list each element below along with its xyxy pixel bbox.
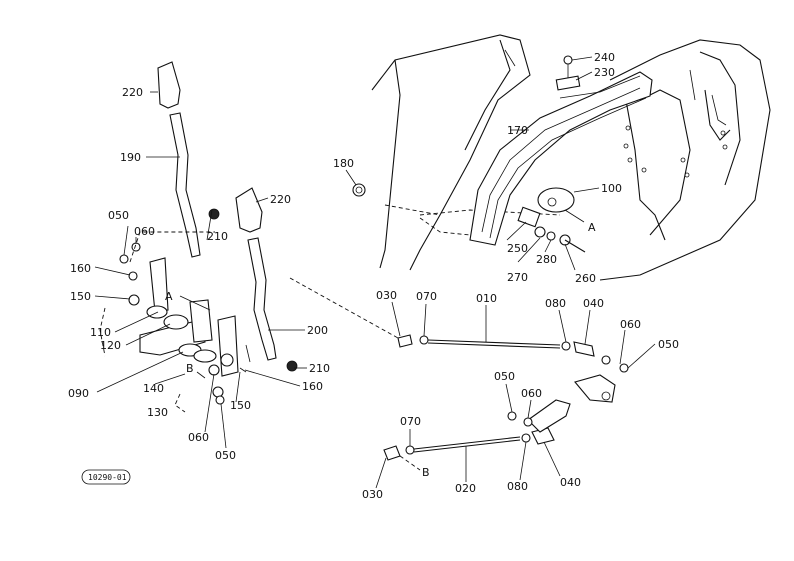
callout-280: 280 <box>536 253 557 266</box>
drawing-code-text: 10290-01 <box>88 473 127 482</box>
pivot-assembly <box>517 187 586 253</box>
callout-180: 180 <box>333 157 354 170</box>
callout-labels: 220 190 220 050 060 210 160 150 A 110 12… <box>68 51 679 501</box>
callout-130: 130 <box>147 406 168 419</box>
callout-A-right: A <box>588 221 596 234</box>
callout-060-upper-left: 060 <box>134 225 155 238</box>
lever-190 <box>157 61 201 258</box>
leader-lines-left <box>94 91 307 449</box>
plate-clamp <box>555 75 581 91</box>
callout-200: 200 <box>307 324 328 337</box>
callout-210-lower: 210 <box>309 362 330 375</box>
callout-020: 020 <box>455 482 476 495</box>
callout-110: 110 <box>90 326 111 339</box>
callout-B-left: B <box>186 362 194 375</box>
callout-240: 240 <box>594 51 615 64</box>
callout-050-mid: 050 <box>494 370 515 383</box>
callout-150-lower: 150 <box>230 399 251 412</box>
callout-100: 100 <box>601 182 622 195</box>
callout-070-upper: 070 <box>416 290 437 303</box>
nut-180 <box>352 183 366 197</box>
callout-A-left: A <box>165 290 173 303</box>
callout-170: 170 <box>507 124 528 137</box>
drawing-code-badge: 10290-01 <box>81 469 131 485</box>
callout-B-right: B <box>422 466 430 479</box>
lever-guide-plate <box>469 55 653 246</box>
callout-160-right: 160 <box>302 380 323 393</box>
callout-150-left: 150 <box>70 290 91 303</box>
callout-270: 270 <box>507 271 528 284</box>
leader-lines-right <box>345 56 600 271</box>
rod-linkage <box>289 277 629 471</box>
callout-030-lower: 030 <box>362 488 383 501</box>
callout-220-mid: 220 <box>270 193 291 206</box>
callout-140: 140 <box>143 382 164 395</box>
callout-230: 230 <box>594 66 615 79</box>
callout-190: 190 <box>120 151 141 164</box>
callout-260: 260 <box>575 272 596 285</box>
bolt-240 <box>563 55 573 65</box>
callout-080-upper: 080 <box>545 297 566 310</box>
lever-bracket <box>99 208 298 413</box>
callout-050-upper-left: 050 <box>108 209 129 222</box>
callout-160-left: 160 <box>70 262 91 275</box>
lever-200 <box>235 187 277 361</box>
callout-250: 250 <box>507 242 528 255</box>
callout-030-upper: 030 <box>376 289 397 302</box>
callout-070-lower: 070 <box>400 415 421 428</box>
callout-080-lower: 080 <box>507 480 528 493</box>
callout-010: 010 <box>476 292 497 305</box>
callout-060-right: 060 <box>620 318 641 331</box>
callout-120: 120 <box>100 339 121 352</box>
callout-090: 090 <box>68 387 89 400</box>
callout-040-lower: 040 <box>560 476 581 489</box>
callout-210-upper: 210 <box>207 230 228 243</box>
leader-lines-rods <box>375 301 656 489</box>
callout-050-lower-left: 050 <box>215 449 236 462</box>
callout-050-right: 050 <box>658 338 679 351</box>
callout-220-top: 220 <box>122 86 143 99</box>
callout-040-upper: 040 <box>583 297 604 310</box>
callout-060-lower-left: 060 <box>188 431 209 444</box>
callout-060-mid: 060 <box>521 387 542 400</box>
